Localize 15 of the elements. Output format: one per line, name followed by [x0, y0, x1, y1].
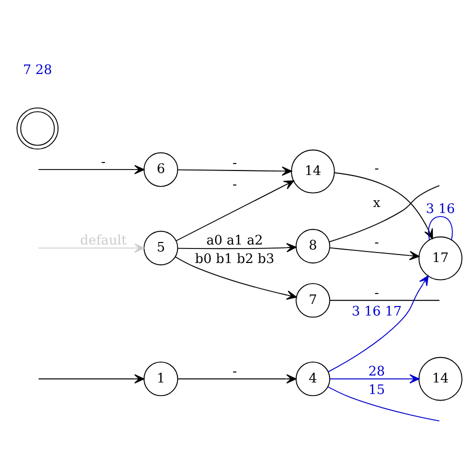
edge-label: - [232, 176, 237, 192]
label: 7 28 [22, 62, 52, 78]
edge-label: 15 [368, 382, 386, 398]
edge-label: 3 16 17 [352, 304, 402, 320]
edge-label: a0 a1 a2 [206, 233, 264, 248]
edge-label: 3 16 [426, 201, 456, 216]
edge-label: - [374, 285, 379, 300]
edge-label: - [374, 234, 379, 250]
edge-label: - [101, 154, 106, 170]
edge-label: x [372, 196, 380, 211]
edge-label: - [232, 364, 237, 379]
edge-label: b0 b1 b2 b3 [195, 252, 274, 267]
edge-label: - [374, 161, 379, 176]
edge-label: - [232, 155, 237, 170]
edge-label: 28 [368, 364, 386, 379]
